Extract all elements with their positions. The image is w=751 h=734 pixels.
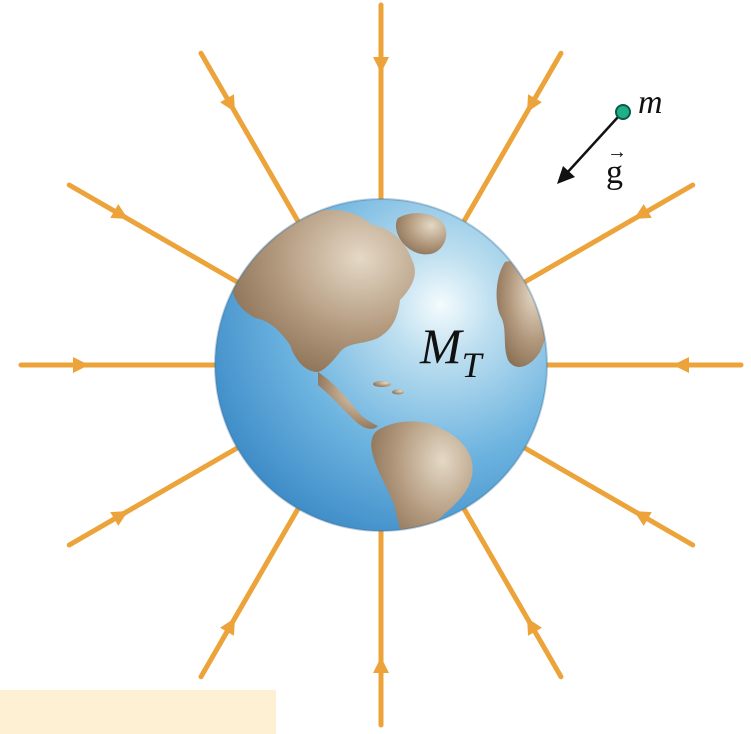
field-line [525, 448, 693, 545]
field-line [69, 448, 237, 545]
field-line [525, 185, 693, 282]
field-line-arrowhead [373, 657, 389, 673]
field-line-arrowhead [373, 57, 389, 73]
field-line [69, 185, 237, 282]
field-vector-symbol: → [607, 141, 627, 163]
field-line [201, 53, 298, 221]
field-line [464, 53, 561, 221]
test-mass-dot [616, 105, 630, 119]
field-line-arrowhead [73, 357, 89, 373]
field-line [464, 509, 561, 677]
field-line-arrowhead [673, 357, 689, 373]
field-line [201, 509, 298, 677]
caption-box [0, 690, 276, 734]
earth-globe [215, 199, 550, 552]
test-mass-group: m g → [557, 84, 663, 191]
test-mass-label: m [638, 84, 663, 121]
